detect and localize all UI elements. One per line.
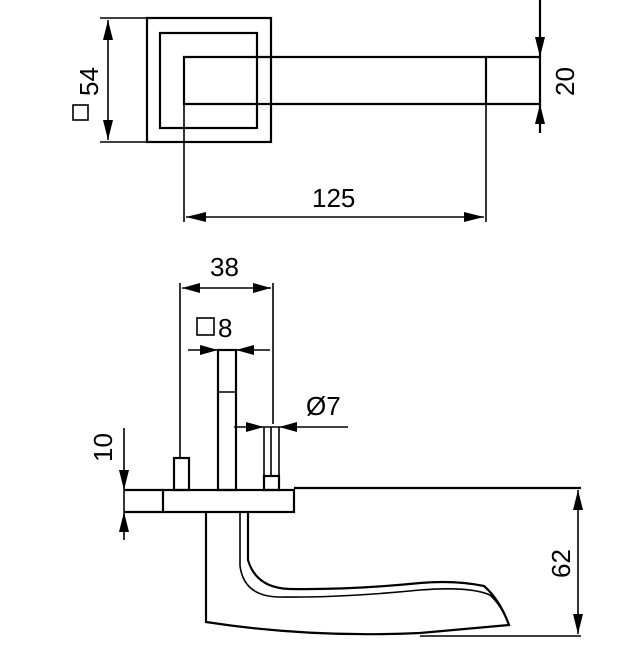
- lever-outer-outline: [204, 512, 511, 636]
- dim-62-arrow-bottom: [573, 614, 583, 634]
- dim-38-arrow-right: [253, 283, 271, 293]
- rosette-inner: [158, 31, 259, 130]
- dim-62-label: 62: [546, 549, 576, 578]
- dim-20-arrow-top: [535, 37, 545, 57]
- dim-54-arrow-top: [103, 20, 113, 40]
- dim-8-label: 8: [218, 313, 232, 343]
- dim-10-arrow-top: [119, 470, 129, 490]
- dim-125-label: 125: [312, 183, 355, 213]
- rosette-outer: [145, 16, 273, 144]
- locating-pin: [172, 456, 191, 492]
- dim-10-arrow-bottom: [119, 512, 129, 532]
- dim-20-arrow-bottom: [535, 104, 545, 124]
- dim-54-label: 54: [74, 67, 104, 96]
- dim-54-arrow-bottom: [103, 120, 113, 140]
- dim-62-arrow-top: [573, 490, 583, 510]
- side-view: 38 8 Ø7 10: [88, 252, 583, 637]
- square-symbol-icon: [72, 104, 89, 121]
- dim-125-arrow-left: [186, 212, 206, 222]
- lever-inner-outline: [239, 512, 510, 626]
- dim-7-arrow-right: [279, 422, 297, 432]
- dim-38-label: 38: [210, 252, 239, 282]
- dim-20-label: 20: [550, 67, 580, 96]
- square-spindle: [216, 348, 238, 492]
- square-symbol-icon: [196, 317, 215, 336]
- dim-38-arrow-left: [182, 283, 200, 293]
- dim-10-label: 10: [88, 433, 118, 462]
- base-plate: [161, 488, 296, 514]
- top-view: 54 20 125: [72, 0, 580, 222]
- dim-7-arrow-left: [246, 422, 264, 432]
- screw-head: [262, 474, 281, 492]
- dim-7-label: Ø7: [306, 391, 341, 421]
- dim-8-arrow-right: [236, 345, 254, 355]
- dim-8-arrow-left: [200, 345, 218, 355]
- lever-bar-outline: [182, 55, 542, 106]
- dim-125-arrow-right: [464, 212, 484, 222]
